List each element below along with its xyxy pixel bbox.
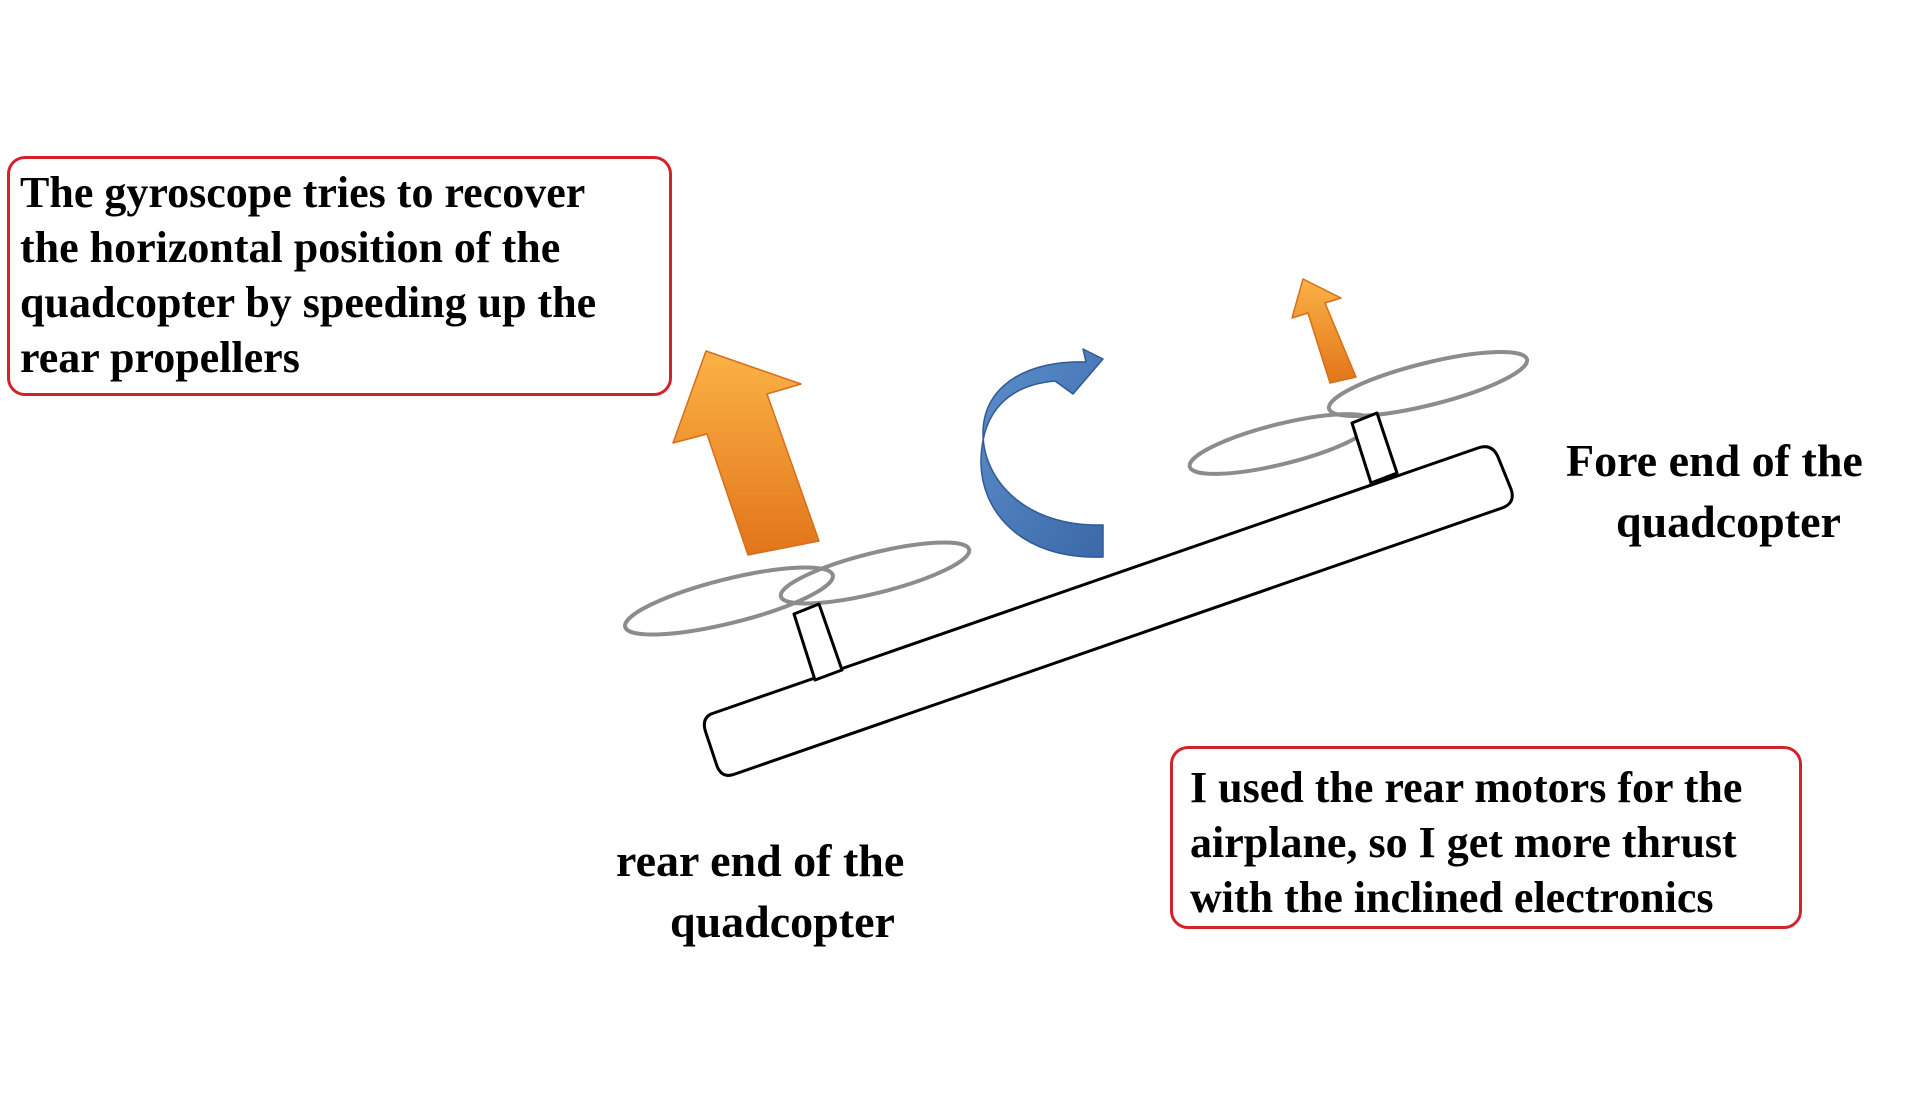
gyroscope-callout-line: The gyroscope tries to recover (20, 168, 586, 217)
gyroscope-callout-line: rear propellers (20, 333, 300, 382)
small-thrust-arrow-icon (1291, 278, 1357, 384)
rear-propeller (623, 540, 972, 637)
rear-motors-callout: I used the rear motors for the airplane,… (1170, 746, 1802, 929)
rear-end-label-line: rear end of the (616, 835, 905, 886)
quadcopter-frame (702, 445, 1514, 777)
large-thrust-arrow-icon (672, 350, 820, 556)
rear-end-label: rear end of the quadcopter (616, 830, 904, 952)
fore-end-label-line: quadcopter (1616, 496, 1841, 547)
gyroscope-callout-line: quadcopter by speeding up the (20, 278, 597, 327)
fore-motor-mount (1350, 411, 1399, 485)
rear-end-label-line: quadcopter (670, 896, 895, 947)
gyroscope-callout: The gyroscope tries to recover the horiz… (7, 156, 672, 396)
rear-motors-callout-line: with the inclined electronics (1190, 873, 1714, 922)
gyroscope-callout-line: the horizontal position of the (20, 223, 561, 272)
curved-rotation-arrow-icon (980, 348, 1104, 558)
rear-motor-mount (792, 602, 844, 682)
rear-motors-callout-line: airplane, so I get more thrust (1190, 818, 1737, 867)
fore-end-label: Fore end of the quadcopter (1566, 430, 1920, 552)
fore-end-label-line: Fore end of the (1566, 435, 1863, 486)
rear-motors-callout-line: I used the rear motors for the (1190, 763, 1743, 812)
